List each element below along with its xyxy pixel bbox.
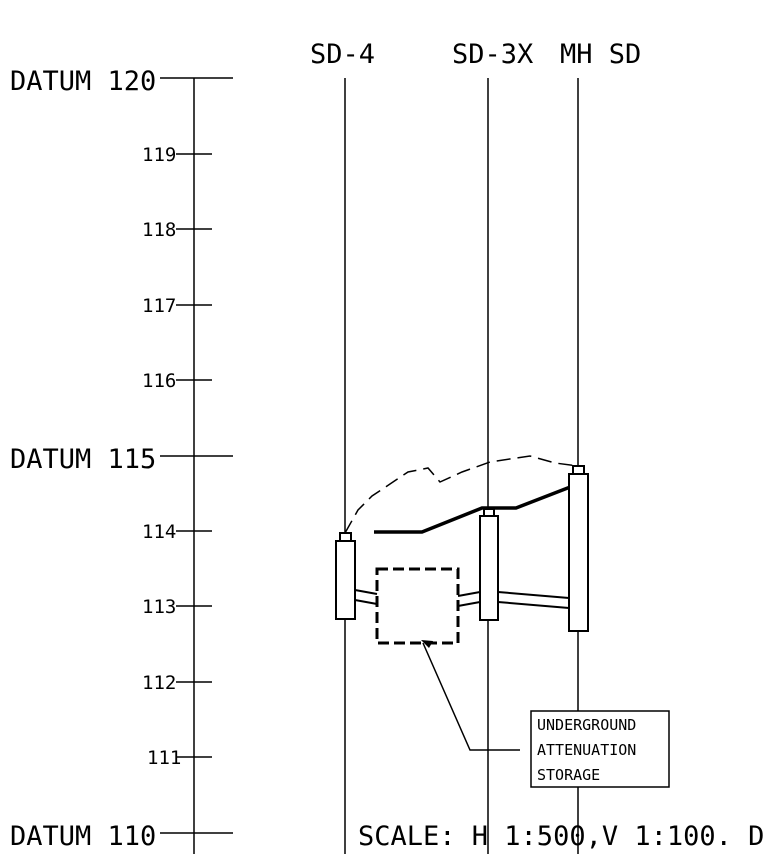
tick-label-118: 118 <box>142 219 176 241</box>
scale-note: SCALE: H 1:500,V 1:100. DATU <box>358 821 764 852</box>
existing-ground-line <box>344 455 579 534</box>
storage-note-box <box>530 710 670 788</box>
storage-note-line-2: ATTENUATION <box>537 741 636 759</box>
pipe-sd3x-mhsd-top <box>497 591 570 599</box>
storage-note-line-1: UNDERGROUND <box>537 716 636 734</box>
pipe-storage-sd3x-bottom <box>457 601 481 607</box>
datum-label-120: DATUM 120 <box>10 66 156 97</box>
tick-label-112: 112 <box>142 672 176 694</box>
tick-label-116: 116 <box>142 370 176 392</box>
chamber-sd4 <box>335 532 356 620</box>
tick-label-111: 111 <box>147 747 181 769</box>
proposed-level-line <box>374 482 579 534</box>
tick-label-119: 119 <box>142 144 176 166</box>
datum-label-115: DATUM 115 <box>10 444 156 475</box>
storage-note-line-3: STORAGE <box>537 766 600 784</box>
tick-label-114: 114 <box>142 521 176 543</box>
chamber-mhsd <box>568 465 589 632</box>
tick-label-113: 113 <box>142 596 176 618</box>
pipe-sd3x-mhsd-bottom <box>497 601 570 609</box>
attenuation-storage <box>375 567 460 645</box>
tick-label-117: 117 <box>142 295 176 317</box>
note-leader <box>421 640 520 751</box>
chamber-sd3x <box>479 508 499 621</box>
chamber-label-mhsd: MH SD <box>560 39 641 70</box>
minor-ticks <box>176 153 212 758</box>
pipes <box>354 589 570 609</box>
pipe-storage-sd3x-top <box>457 591 481 597</box>
pipe-sd4-storage-top <box>354 589 378 595</box>
chamber-label-sd3x: SD-3X <box>452 39 533 70</box>
chamber-label-sd4: SD-4 <box>310 39 375 70</box>
datum-label-110: DATUM 110 <box>10 821 156 852</box>
pipe-sd4-storage-bottom <box>354 599 378 605</box>
